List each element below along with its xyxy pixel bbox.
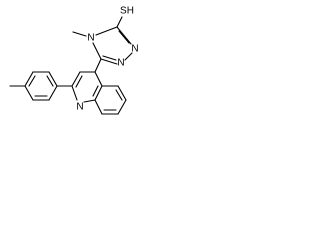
bond-triazole-quinoline [94,58,102,73]
triazole-n2-label: N [131,44,138,55]
bond-q-c3-c2 [71,71,81,87]
bond-q-n1-c8a [83,99,96,103]
bond-t-c1-c2 [48,71,58,87]
molecule-structure-diagram: SH N N N N [9,6,139,115]
bond-t-c3-c4 [24,71,34,87]
bond-b-c8-c8a [94,99,103,115]
tolyl-ring [9,71,58,101]
bond-c3-sh [116,16,123,28]
bond-b-c5-c6 [117,85,127,101]
quinoline-pyridine-ring [71,71,103,103]
bond-c3-n2 [116,26,132,45]
bond-q-c8a-c4a [94,85,103,101]
thiol-label: SH [120,6,134,17]
quinoline-benzo-ring [94,85,127,115]
bond-t-c6-c1 [48,85,58,101]
bond-q-c3-c2-double [75,75,83,88]
bond-b-c6-c7 [117,99,127,115]
bond-b-c5-c6-double [115,89,123,101]
bond-n1-c5 [100,58,118,65]
bond-t-c1-c2-double [46,75,54,87]
bond-q-c4a-c4 [94,71,103,87]
bond-q-c8a-c4a-double [92,85,99,97]
bond-n1-c5-double [102,55,117,61]
triazole-ring [72,16,133,65]
bond-n4-methyl [72,31,87,37]
triazole-n1-label: N [117,58,124,69]
bond-c5-n4 [92,42,102,60]
bond-n2-n1 [124,52,133,61]
bond-c3-n2-double [118,30,130,44]
triazole-n4-label: N [87,33,94,44]
bond-c3-n4 [95,26,118,36]
bond-t-c4-c5 [24,85,34,101]
quinoline-n-label: N [76,102,83,113]
bond-q-c2-n1 [71,85,78,101]
bond-t-c3-c4-double [28,75,36,87]
